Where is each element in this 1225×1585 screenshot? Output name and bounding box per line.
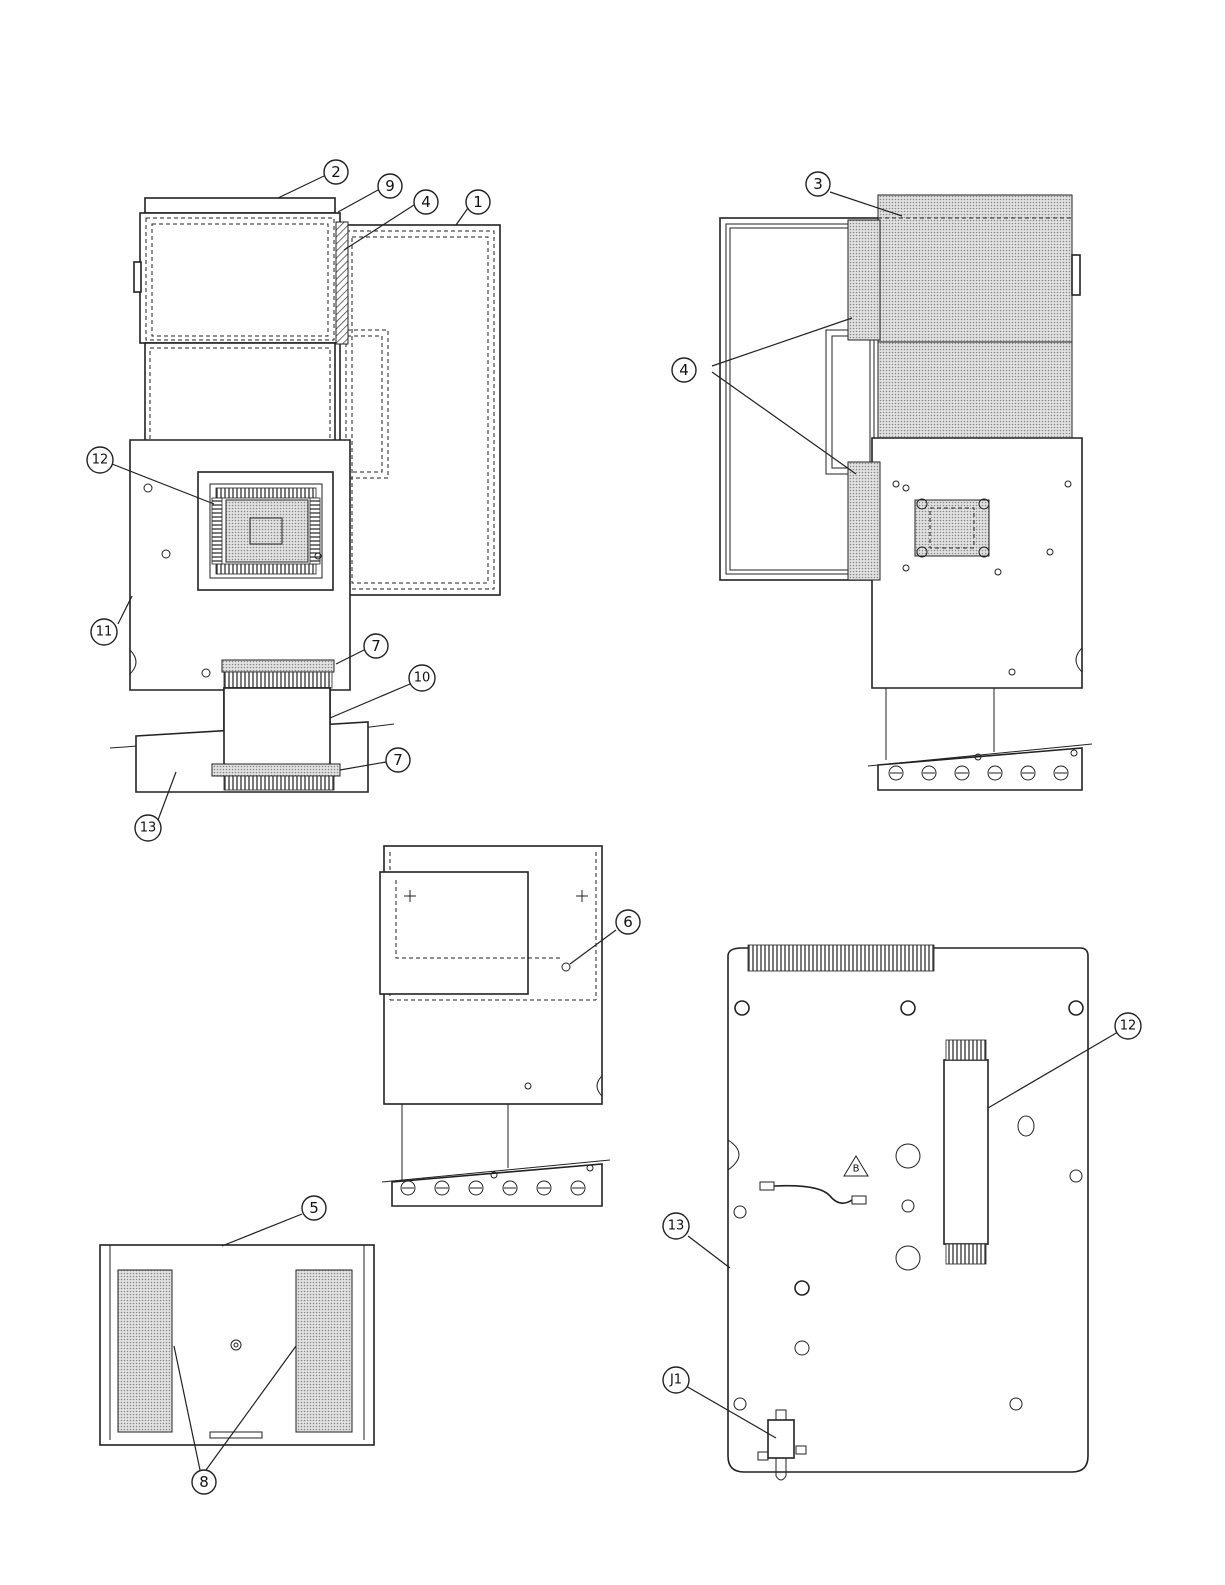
view-top-left	[110, 198, 500, 792]
view-bottom-left	[100, 1245, 374, 1445]
view-top-right	[720, 195, 1092, 790]
callout-2-label: 2	[331, 163, 341, 181]
callout-8-label: 8	[199, 1473, 209, 1491]
callout-4-left-label: 4	[421, 193, 431, 211]
callout-12-left-label: 12	[92, 453, 109, 468]
callout-4-right: 4	[672, 358, 696, 382]
warning-mark-text: B	[853, 1164, 860, 1175]
callout-4-left: 4	[414, 190, 438, 214]
callout-j1: J1	[663, 1367, 689, 1393]
callout-j1-label: J1	[669, 1373, 682, 1388]
callout-2: 2	[324, 160, 348, 184]
callout-11-label: 11	[96, 625, 113, 640]
callout-1: 1	[466, 190, 490, 214]
callout-10-label: 10	[414, 671, 431, 686]
callout-6-label: 6	[623, 913, 633, 931]
callout-13-right: 13	[663, 1213, 689, 1239]
view-bottom-right: B	[728, 945, 1088, 1480]
callout-12-left: 12	[87, 447, 113, 473]
callout-1-label: 1	[473, 193, 483, 211]
callout-7-lower: 7	[386, 748, 410, 772]
callout-7-lower-label: 7	[393, 751, 403, 769]
callout-11: 11	[91, 619, 117, 645]
callout-5: 5	[302, 1196, 326, 1220]
callout-3-label: 3	[813, 175, 823, 193]
callout-10: 10	[409, 665, 435, 691]
callout-6: 6	[616, 910, 640, 934]
callout-7-upper: 7	[364, 634, 388, 658]
callout-5-label: 5	[309, 1199, 319, 1217]
callout-13-left: 13	[135, 815, 161, 841]
callout-12-right-label: 12	[1120, 1019, 1137, 1034]
callout-3: 3	[806, 172, 830, 196]
callout-7-upper-label: 7	[371, 637, 381, 655]
view-middle	[380, 846, 610, 1206]
callout-12-right: 12	[1115, 1013, 1141, 1039]
callout-4-right-label: 4	[679, 361, 689, 379]
callout-9: 9	[378, 174, 402, 198]
callout-13-right-label: 13	[668, 1219, 685, 1234]
callout-13-left-label: 13	[140, 821, 157, 836]
callout-9-label: 9	[385, 177, 395, 195]
callout-8: 8	[192, 1470, 216, 1494]
